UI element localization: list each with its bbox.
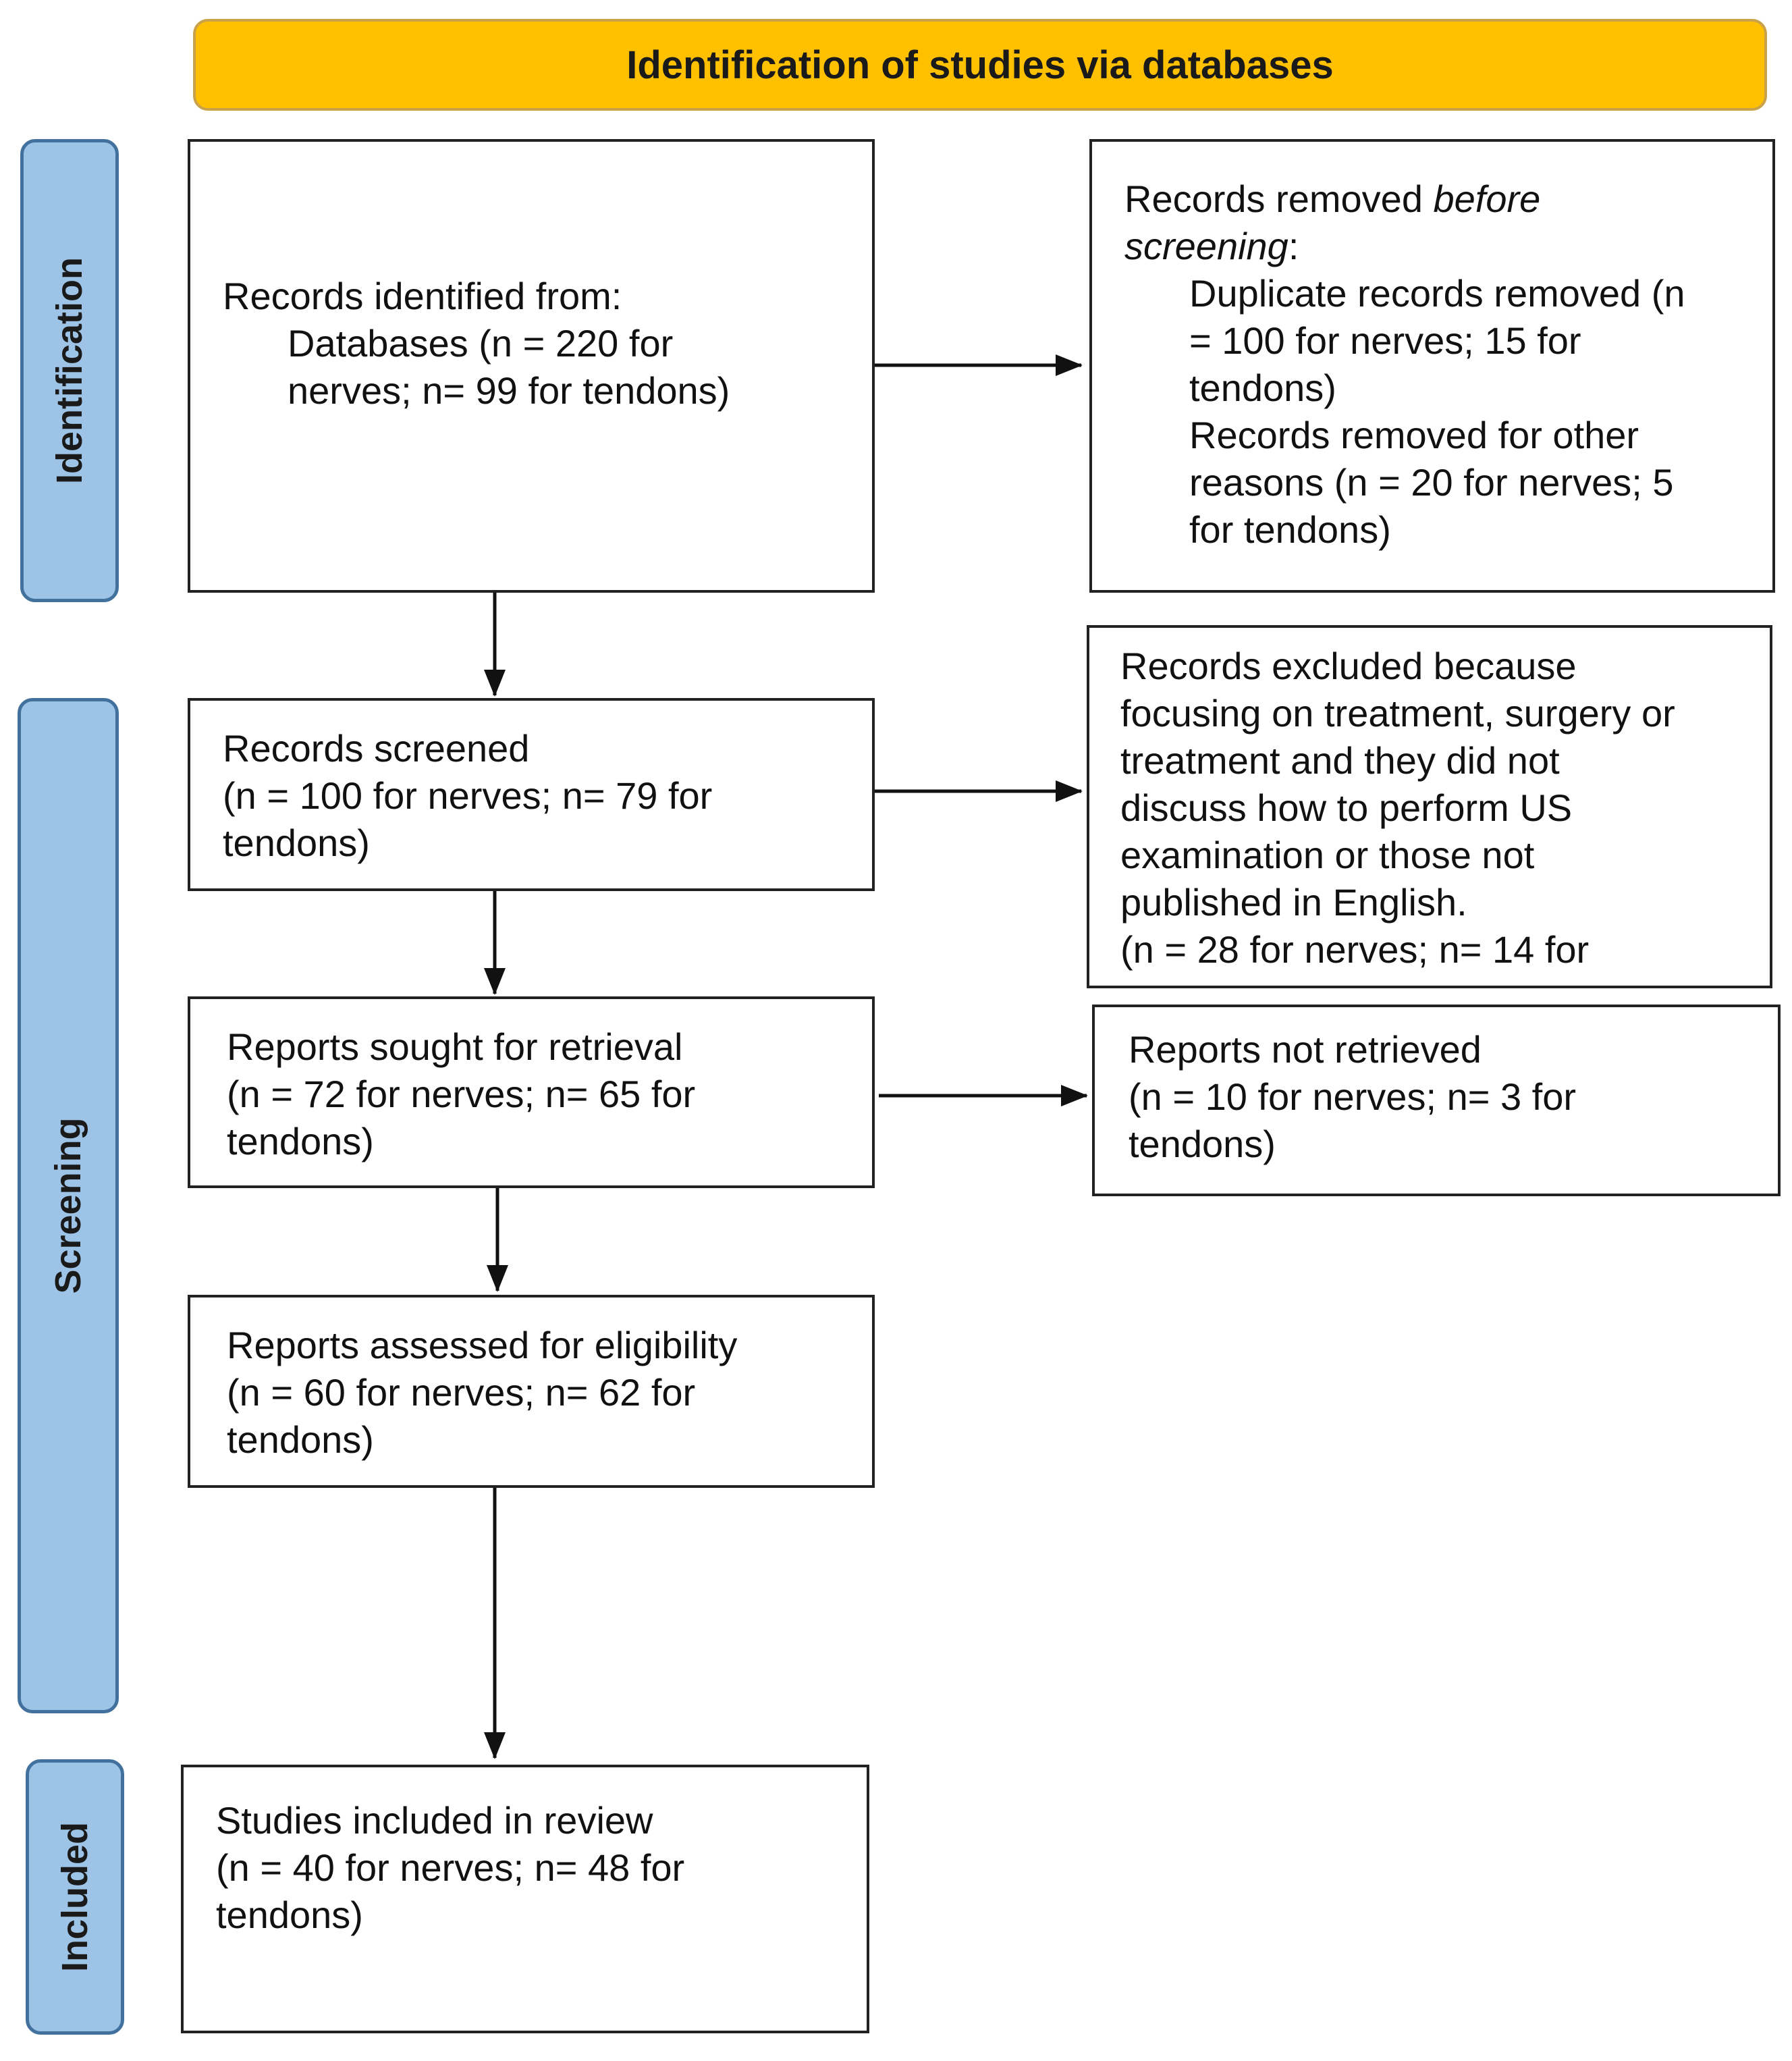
header-title: Identification of studies via databases xyxy=(626,43,1334,87)
records-removed-heading-plain: Records removed xyxy=(1124,178,1434,220)
records-excluded-line4: discuss how to perform US xyxy=(1120,786,1573,829)
records-identified-line3: nerves; n= 99 for tendons) xyxy=(288,369,730,412)
phase-identification: Identification xyxy=(20,139,119,602)
duplicate-removed-line3: tendons) xyxy=(1189,367,1336,409)
records-screened-line2: (n = 100 for nerves; n= 79 for xyxy=(223,774,713,817)
records-removed-box: Records removed before screening: Duplic… xyxy=(1089,139,1775,593)
records-removed-heading-italic: before xyxy=(1433,178,1541,220)
reports-assessed-line1: Reports assessed for eligibility xyxy=(227,1324,738,1366)
records-screened-box: Records screened (n = 100 for nerves; n=… xyxy=(188,698,875,891)
records-identified-line2: Databases (n = 220 for xyxy=(288,322,674,365)
records-identified-box: Records identified from: Databases (n = … xyxy=(188,139,875,593)
header-banner: Identification of studies via databases xyxy=(193,19,1767,111)
reports-sought-line3: tendons) xyxy=(227,1120,374,1162)
reports-assessed-line2: (n = 60 for nerves; n= 62 for xyxy=(227,1371,696,1414)
duplicate-removed-line1: Duplicate records removed (n xyxy=(1189,272,1685,315)
reports-not-retrieved-line1: Reports not retrieved xyxy=(1129,1028,1482,1071)
records-excluded-line3: treatment and they did not xyxy=(1120,739,1560,782)
reports-assessed-box: Reports assessed for eligibility (n = 60… xyxy=(188,1295,875,1488)
studies-included-line2: (n = 40 for nerves; n= 48 for xyxy=(216,1846,685,1889)
records-excluded-line7: (n = 28 for nerves; n= 14 for xyxy=(1120,928,1590,971)
phase-included: Included xyxy=(26,1759,124,2035)
reports-sought-box: Reports sought for retrieval (n = 72 for… xyxy=(188,996,875,1188)
records-excluded-line2: focusing on treatment, surgery or xyxy=(1120,692,1675,734)
records-removed-heading2: screening: xyxy=(1124,223,1752,270)
records-excluded-line6: published in English. xyxy=(1120,881,1467,924)
records-removed-heading: Records removed before xyxy=(1124,176,1752,223)
records-removed-heading2-plain: : xyxy=(1288,225,1299,267)
records-screened-line1: Records screened xyxy=(223,727,530,770)
records-excluded-box: Records excluded because focusing on tre… xyxy=(1087,625,1772,988)
reports-sought-line2: (n = 72 for nerves; n= 65 for xyxy=(227,1073,696,1115)
records-excluded-line1: Records excluded because xyxy=(1120,645,1577,687)
studies-included-line3: tendons) xyxy=(216,1894,363,1936)
reports-not-retrieved-line2: (n = 10 for nerves; n= 3 for xyxy=(1129,1075,1577,1118)
reports-assessed-line3: tendons) xyxy=(227,1418,374,1461)
other-removed-line1: Records removed for other xyxy=(1189,414,1639,456)
other-removed-line2: reasons (n = 20 for nerves; 5 xyxy=(1189,461,1674,504)
studies-included-line1: Studies included in review xyxy=(216,1799,653,1842)
studies-included-box: Studies included in review (n = 40 for n… xyxy=(181,1765,869,2033)
records-excluded-line5: examination or those not xyxy=(1120,834,1535,876)
phase-screening: Screening xyxy=(18,698,119,1713)
reports-not-retrieved-line3: tendons) xyxy=(1129,1123,1276,1165)
records-removed-heading2-italic: screening xyxy=(1124,225,1288,267)
records-identified-line1: Records identified from: xyxy=(223,275,622,317)
reports-sought-line1: Reports sought for retrieval xyxy=(227,1025,683,1068)
other-removed-line3: for tendons) xyxy=(1189,508,1391,551)
duplicate-removed-line2: = 100 for nerves; 15 for xyxy=(1189,319,1581,362)
records-screened-line3: tendons) xyxy=(223,822,370,864)
reports-not-retrieved-box: Reports not retrieved (n = 10 for nerves… xyxy=(1092,1005,1781,1196)
